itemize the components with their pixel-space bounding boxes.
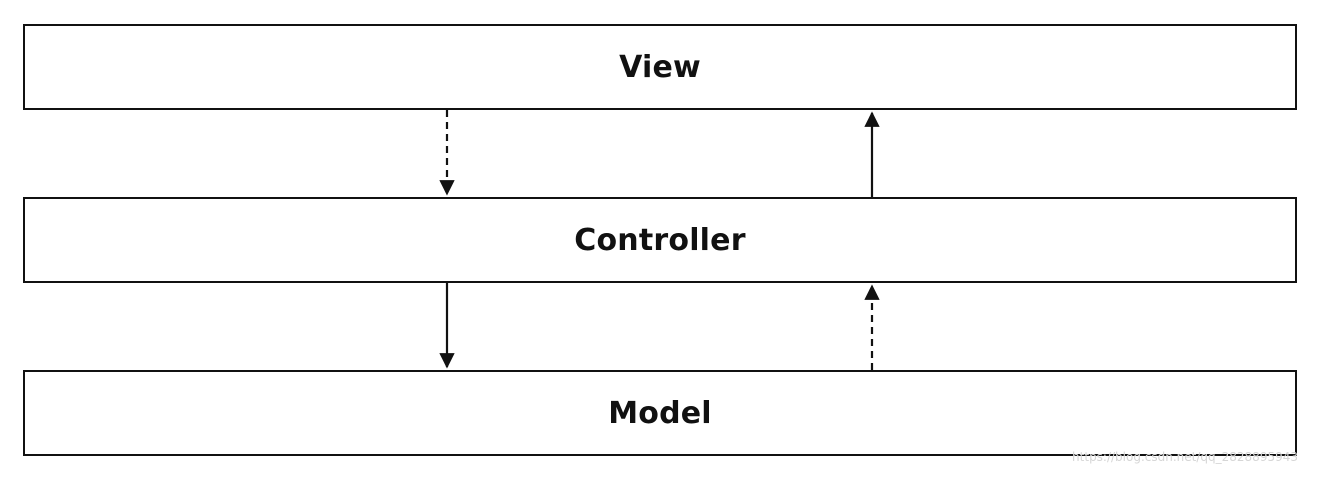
watermark-text: https://blog.csdn.net/qq_2828895943 [1072, 450, 1298, 464]
controller-layer-box: Controller [23, 197, 1297, 283]
model-layer-box: Model [23, 370, 1297, 456]
view-layer-box: View [23, 24, 1297, 110]
view-label: View [619, 49, 701, 85]
controller-label: Controller [574, 222, 746, 258]
model-label: Model [608, 395, 712, 431]
